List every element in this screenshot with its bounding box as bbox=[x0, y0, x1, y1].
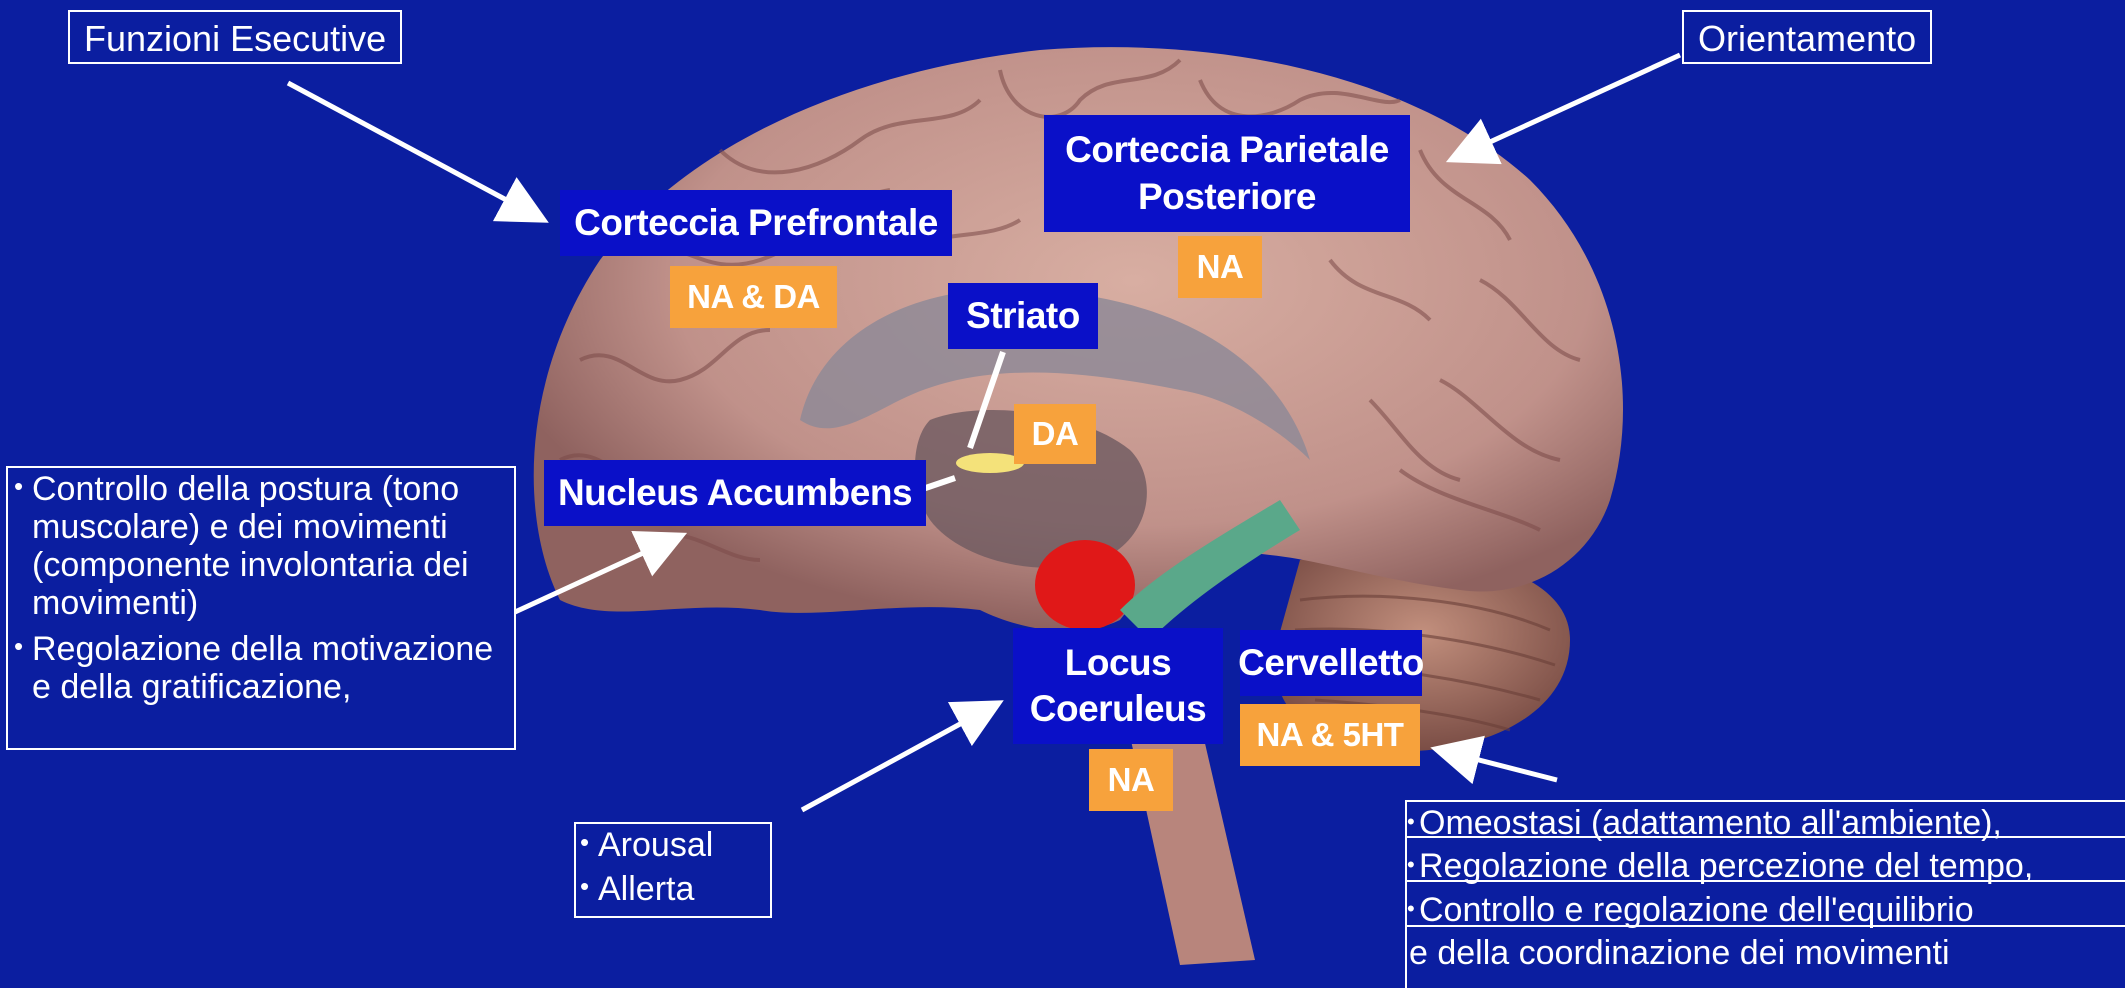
striatum-nt-tag: DA bbox=[1014, 404, 1096, 464]
cerebellum-divider-1 bbox=[1405, 836, 2125, 838]
cerebellum-label: Cervelletto bbox=[1240, 630, 1422, 696]
cerebellum-divider-3 bbox=[1405, 925, 2125, 927]
motivation-description-item: Regolazione della motivazione e della gr… bbox=[12, 630, 510, 706]
locus-coeruleus-label: Locus Coeruleus bbox=[1013, 628, 1223, 744]
arousal-item: Arousal bbox=[578, 826, 768, 864]
locus-label-line1: Locus bbox=[1065, 640, 1171, 686]
parietal-cortex-label: Corteccia Parietale Posteriore bbox=[1044, 115, 1410, 232]
parietal-label-line2: Posteriore bbox=[1138, 174, 1316, 220]
arousal-box: Arousal Allerta bbox=[574, 822, 772, 918]
arousal-arrow bbox=[802, 705, 995, 810]
motor-description-item: Controllo della postura (tono muscolare)… bbox=[12, 470, 510, 622]
motor-arrow bbox=[515, 537, 678, 612]
parietal-label-line1: Corteccia Parietale bbox=[1065, 127, 1389, 173]
locus-nt-tag: NA bbox=[1089, 749, 1173, 811]
prefrontal-cortex-label: Corteccia Prefrontale bbox=[560, 190, 952, 256]
cerebellum-nt-tag: NA & 5HT bbox=[1240, 704, 1420, 766]
striatum-pointer bbox=[970, 352, 1003, 448]
parietal-nt-tag: NA bbox=[1178, 236, 1262, 298]
alert-item: Allerta bbox=[578, 870, 768, 908]
motor-description-box: Controllo della postura (tono muscolare)… bbox=[6, 466, 516, 750]
nucleus-accumbens-label: Nucleus Accumbens bbox=[544, 460, 926, 526]
striatum-label: Striato bbox=[948, 283, 1098, 349]
orientation-arrow bbox=[1455, 55, 1680, 158]
cerebellum-arrow bbox=[1440, 750, 1557, 780]
balance-item: Controllo e regolazione dell'equilibrio bbox=[1407, 891, 2125, 929]
cerebellum-description: Omeostasi (adattamento all'ambiente), Re… bbox=[1405, 800, 2125, 988]
prefrontal-nt-tag: NA & DA bbox=[670, 266, 837, 328]
cerebellum-divider-2 bbox=[1405, 880, 2125, 882]
coordination-text: e della coordinazione dei movimenti bbox=[1407, 934, 2125, 972]
executive-arrow bbox=[288, 83, 540, 218]
locus-label-line2: Coeruleus bbox=[1030, 686, 1206, 732]
